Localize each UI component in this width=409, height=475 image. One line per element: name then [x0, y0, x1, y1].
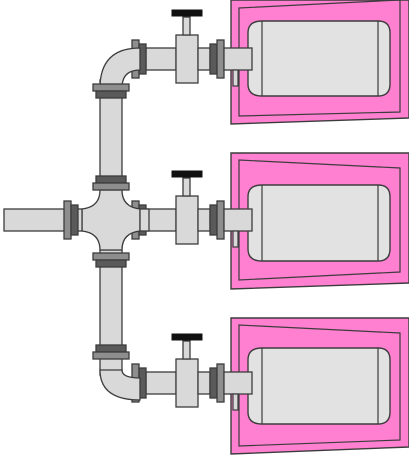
- tank-bottom: [247, 347, 391, 425]
- flange: [63, 200, 72, 240]
- flange: [95, 175, 127, 184]
- flange: [95, 90, 127, 99]
- inlet-pipe: [3, 208, 69, 232]
- flange: [92, 182, 130, 191]
- flange: [92, 83, 130, 92]
- flange: [92, 351, 130, 360]
- elbow-bottom: [99, 369, 141, 401]
- manifold: [3, 47, 150, 401]
- flange: [70, 204, 79, 236]
- elbow-top: [99, 47, 141, 89]
- flange: [92, 252, 130, 261]
- branch-middle: [131, 152, 409, 290]
- branch-bottom: [131, 317, 409, 455]
- tank-middle: [247, 184, 391, 262]
- flange: [95, 344, 127, 353]
- tank-top: [247, 20, 391, 97]
- cross-fitting: [81, 189, 141, 251]
- flange: [95, 259, 127, 268]
- branch-top: [131, 0, 409, 125]
